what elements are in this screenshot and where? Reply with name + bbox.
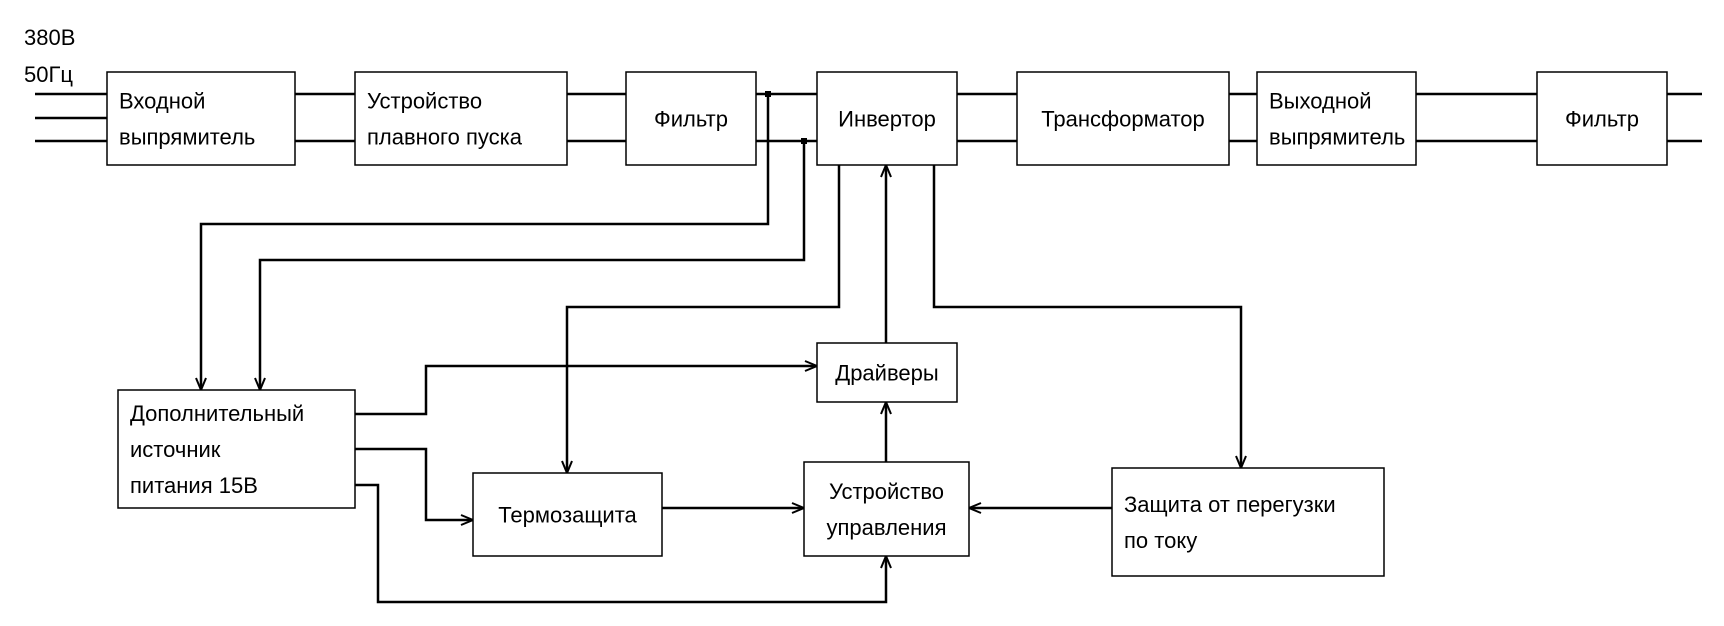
block-frame [1111,467,1385,577]
aux-to-drivers-wire [355,364,817,416]
block-label: Трансформатор [1041,107,1205,132]
block-frame [106,71,296,166]
block-label: Драйверы [835,361,938,386]
block-label: питания 15В [130,473,258,498]
block-label: по току [1124,528,1197,553]
wires [35,91,1702,604]
block-label: источник [130,437,221,462]
block-label: Фильтр [1565,107,1639,132]
block-label: Термозащита [498,503,637,528]
block-label: плавного пуска [367,125,523,150]
block-thermal-protection: Термозащита [472,472,663,557]
voltage-label: 380В [24,25,75,50]
block-control-unit: Устройство управления [803,461,970,557]
block-frame [625,71,757,166]
block-label: Устройство [829,479,944,504]
inverter-to-overcurrent-wire [932,165,1243,468]
block-input-rectifier: Входной выпрямитель [106,71,296,166]
block-filter-out: Фильтр [1536,71,1668,166]
block-label: Инвертор [838,107,936,132]
block-frame [816,71,958,166]
frequency-label: 50Гц [24,62,73,87]
block-frame [472,472,663,557]
block-drivers: Драйверы [816,342,958,403]
block-label: Выходной [1269,89,1372,114]
block-label: управления [827,515,947,540]
block-frame [1256,71,1417,166]
block-frame [803,461,970,557]
block-frame [117,389,356,509]
block-inverter: Инвертор [816,71,958,166]
tap-wire-1 [199,94,770,390]
block-label: выпрямитель [119,125,255,150]
block-output-rectifier: Выходной выпрямитель [1256,71,1417,166]
block-label: Дополнительный [130,401,304,426]
inverter-to-thermal-wire [565,165,841,473]
tap-wire-2 [258,141,806,390]
block-transformer: Трансформатор [1016,71,1230,166]
block-frame [816,342,958,403]
block-label: Фильтр [654,107,728,132]
block-frame [1536,71,1668,166]
aux-to-thermal-wire [355,447,473,522]
block-label: Защита от перегузки [1124,492,1336,517]
block-filter-in: Фильтр [625,71,757,166]
block-frame [1016,71,1230,166]
block-overcurrent-protection: Защита от перегузки по току [1111,467,1385,577]
block-soft-start: Устройство плавного пуска [354,71,568,166]
aux-to-control-wire [355,483,888,604]
block-frame [354,71,568,166]
block-label: Входной [119,89,205,114]
block-label: Устройство [367,89,482,114]
block-aux-supply: Дополнительный источник питания 15В [117,389,356,509]
block-label: выпрямитель [1269,125,1405,150]
